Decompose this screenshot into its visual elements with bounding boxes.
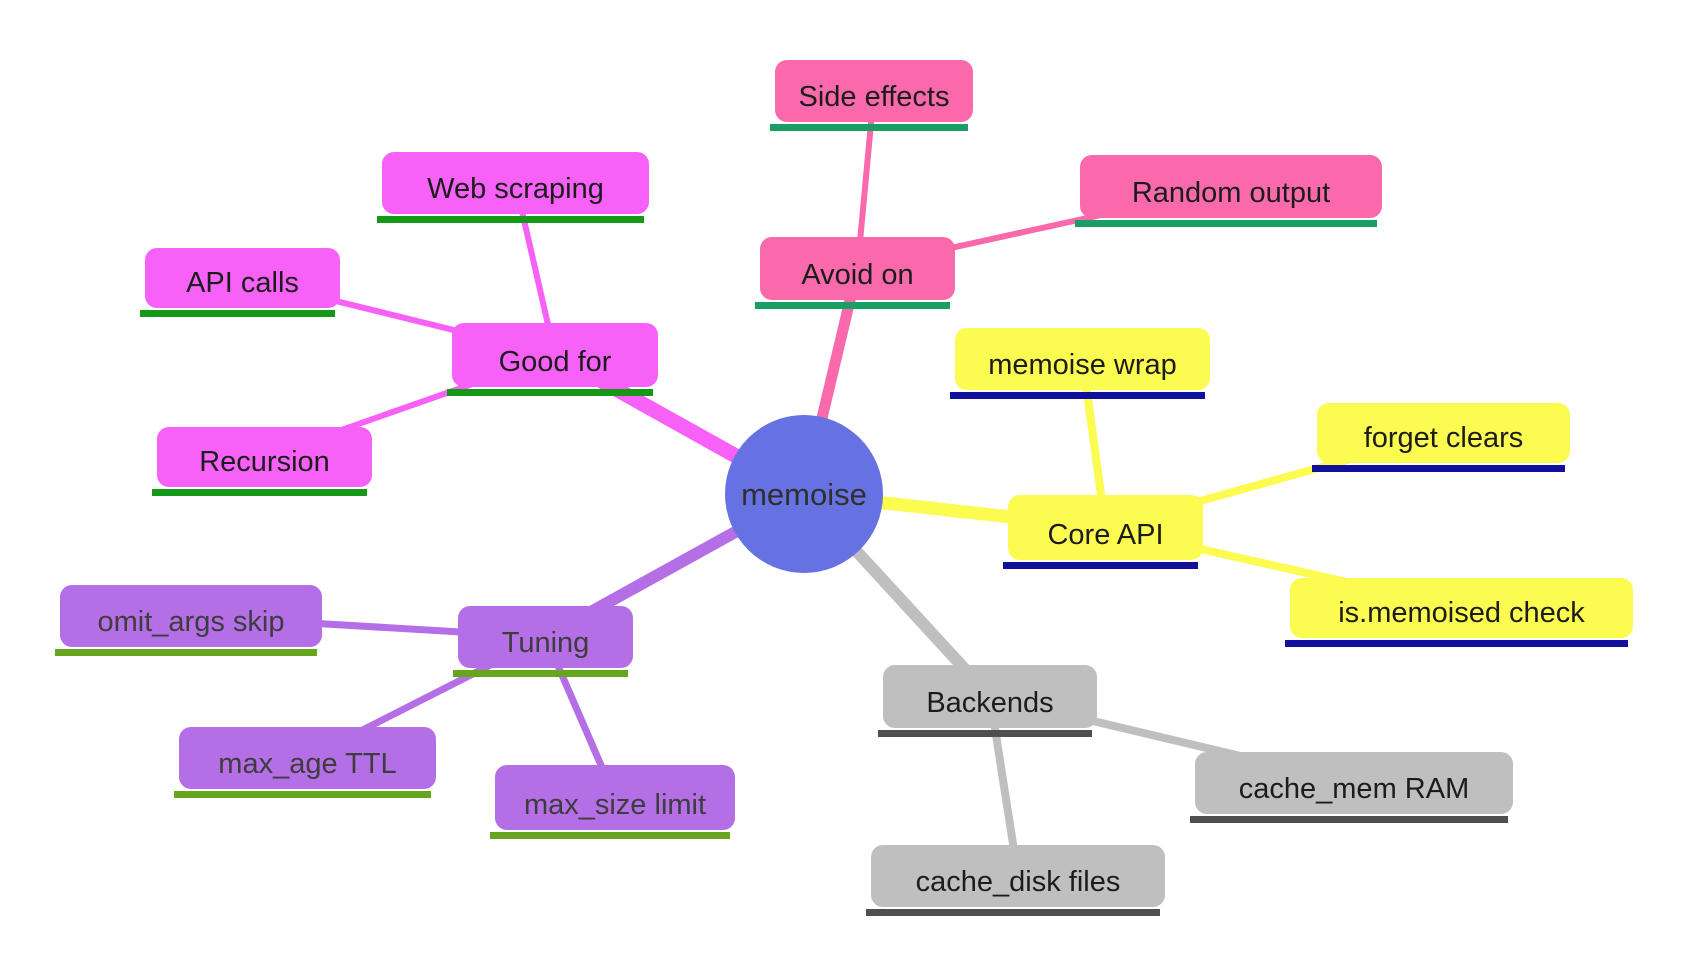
leaf-node-cache-mem-ram[interactable]: cache_mem RAM [1190,752,1513,823]
leaf-node-omit-args-skip[interactable]: omit_args skip [55,585,322,656]
node-underline [490,832,730,839]
node-label: cache_disk files [915,866,1121,898]
node-label: Recursion [199,446,330,478]
branch-node-backends[interactable]: Backends [878,665,1097,737]
node-underline [1285,640,1628,647]
node-underline [152,489,367,496]
node-label: Side effects [798,81,950,113]
node-underline [453,670,628,677]
node-underline [866,909,1160,916]
leaf-node-recursion[interactable]: Recursion [152,427,372,496]
node-underline [878,730,1092,737]
leaf-node-cache-disk-files[interactable]: cache_disk files [866,845,1165,916]
node-label: memoise wrap [988,349,1177,381]
node-underline [1075,220,1377,227]
leaf-node-max-age-ttl[interactable]: max_age TTL [174,727,436,798]
branch-node-avoid-on[interactable]: Avoid on [755,237,955,309]
node-label: max_age TTL [218,748,397,780]
node-underline [755,302,950,309]
node-underline [950,392,1205,399]
leaf-node-random-output[interactable]: Random output [1075,155,1382,227]
node-underline [377,216,644,223]
leaf-node-web-scraping[interactable]: Web scraping [377,152,649,223]
leaf-node-side-effects[interactable]: Side effects [770,60,973,131]
leaf-node-memoise-wrap[interactable]: memoise wrap [950,328,1210,399]
node-underline [1003,562,1198,569]
node-label: Tuning [501,627,590,659]
leaf-node-is-memoised-check[interactable]: is.memoised check [1285,578,1633,647]
node-label: Core API [1047,519,1164,551]
node-label: max_size limit [523,789,707,821]
branch-node-tuning[interactable]: Tuning [453,606,633,677]
node-underline [447,389,653,396]
leaf-node-max-size-limit[interactable]: max_size limit [490,765,735,839]
node-label: Avoid on [801,259,914,291]
branch-node-good-for[interactable]: Good for [447,323,658,396]
node-label: Backends [926,687,1054,719]
node-underline [174,791,431,798]
node-underline [140,310,335,317]
node-label: is.memoised check [1338,597,1585,629]
leaf-node-forget-clears[interactable]: forget clears [1312,403,1570,472]
node-label: cache_mem RAM [1238,773,1470,805]
node-underline [770,124,968,131]
node-label: Web scraping [427,173,604,205]
branch-node-core-api[interactable]: Core API [1003,495,1203,569]
leaf-node-api-calls[interactable]: API calls [140,248,340,317]
node-underline [1190,816,1508,823]
center-node-memoise[interactable]: memoise [725,415,883,573]
node-label: API calls [186,267,299,299]
node-label: Good for [498,346,612,378]
node-label: omit_args skip [97,606,285,638]
node-underline [55,649,317,656]
node-label: Random output [1131,177,1331,209]
node-label: forget clears [1363,422,1524,454]
node-underline [1312,465,1565,472]
